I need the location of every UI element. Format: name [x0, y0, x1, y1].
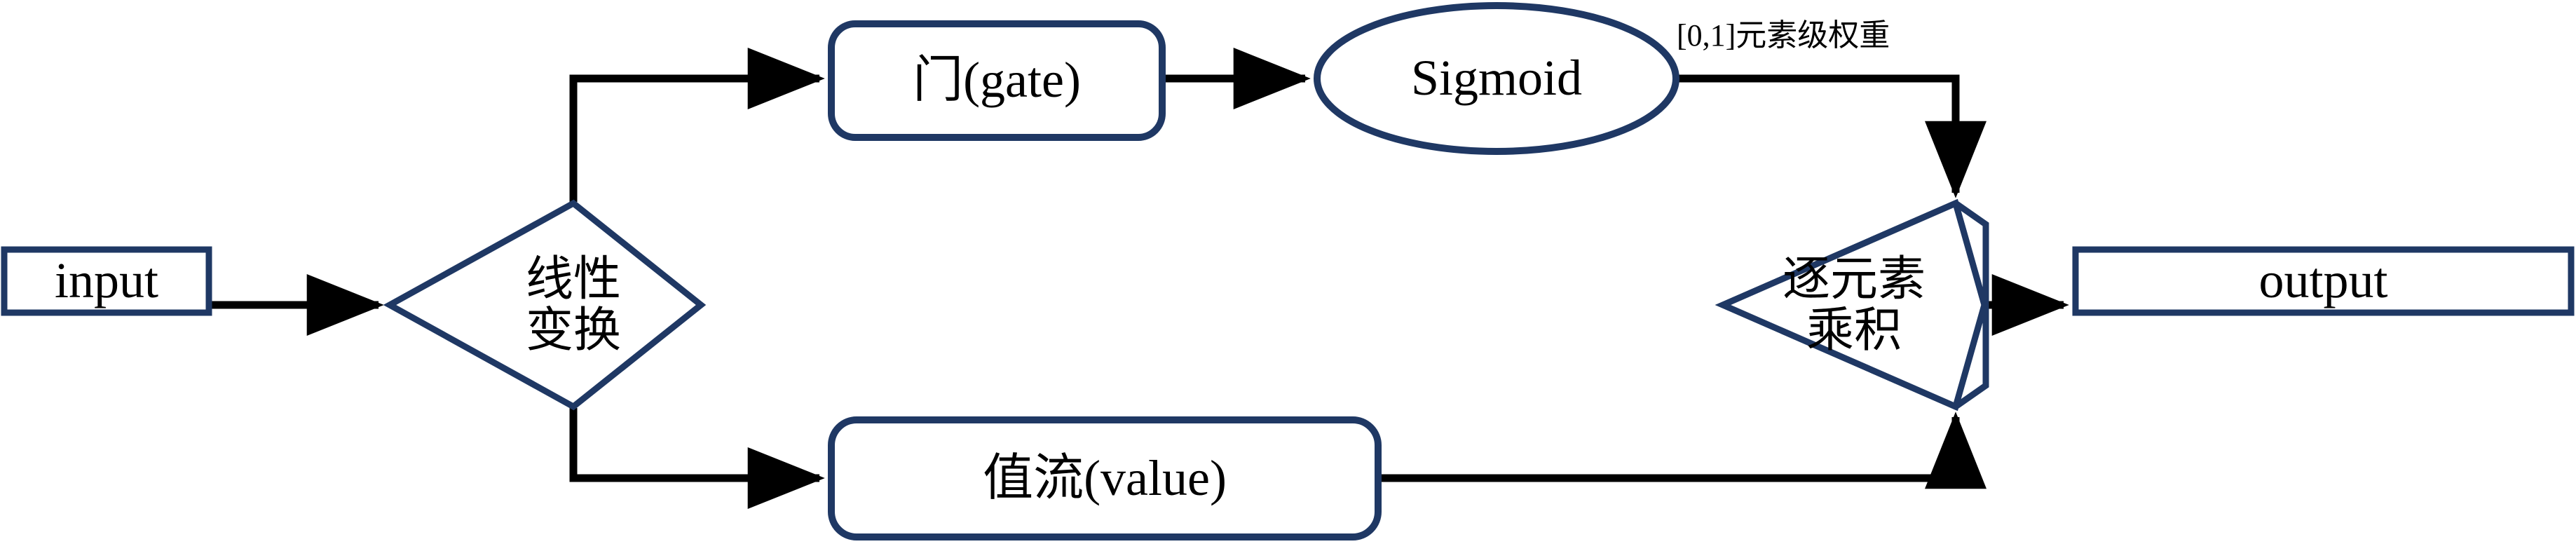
node-output[interactable] [2072, 246, 2575, 316]
node-linear-transform[interactable] [383, 199, 707, 411]
edge-value-to-product [1381, 412, 1986, 489]
edge-linear-to-gate [569, 48, 825, 202]
node-value-flow[interactable] [828, 416, 1382, 540]
node-gate[interactable] [828, 20, 1166, 141]
node-input[interactable] [1, 246, 212, 316]
node-sigmoid[interactable] [1314, 2, 1679, 155]
node-elementwise-product-shape[interactable] [1715, 198, 1988, 412]
edge-linear-to-value [569, 408, 825, 509]
edge-sigmoid-to-product [1679, 74, 1986, 198]
